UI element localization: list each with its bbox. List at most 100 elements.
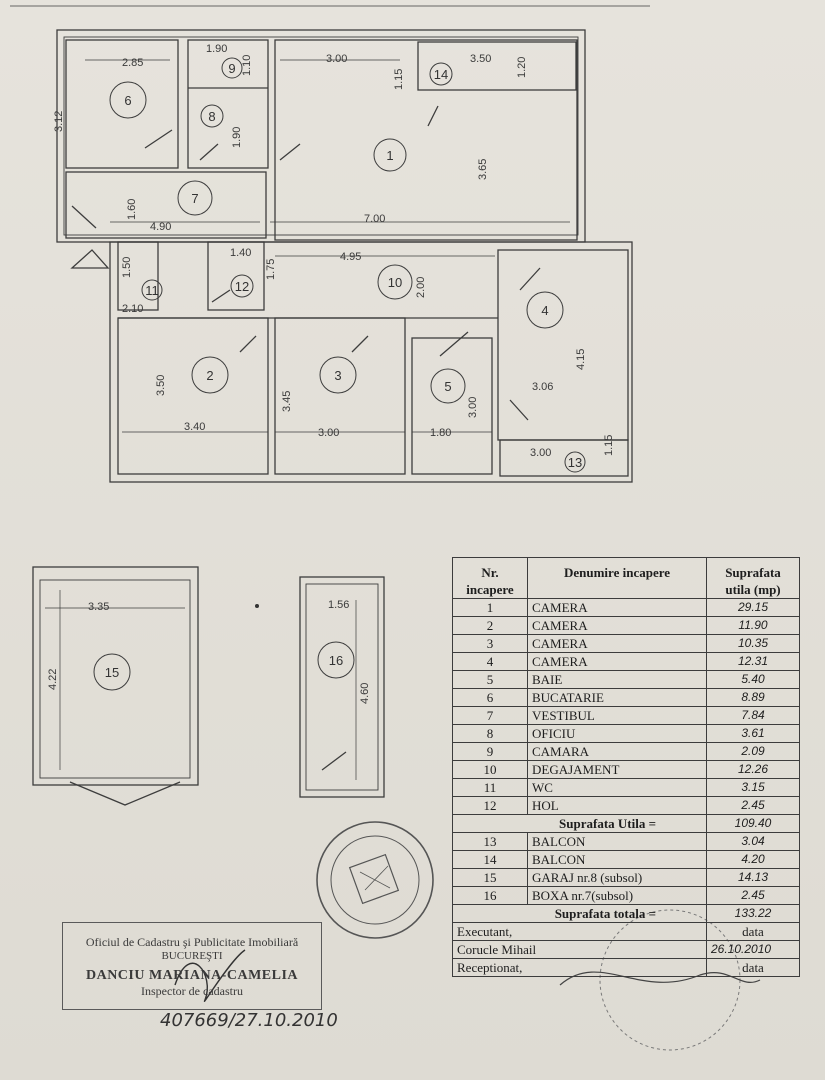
- stamp-city: BUCUREŞTI: [161, 950, 223, 962]
- row-number: 10: [452, 760, 528, 779]
- row-area: 14.13: [706, 868, 800, 887]
- subtotal-value: 109.40: [706, 814, 800, 833]
- row-area: 2.45: [706, 796, 800, 815]
- row-name: CAMERA: [527, 616, 707, 635]
- room-11-walls: [117, 241, 159, 311]
- row-area: 29.15: [706, 598, 800, 617]
- row-area: 2.09: [706, 742, 800, 761]
- dim-label: 1.20: [516, 57, 528, 78]
- room-7-walls: [65, 171, 267, 239]
- dim-label: 1.40: [230, 247, 251, 259]
- room-number-12: 12: [235, 279, 249, 294]
- row-number: 6: [452, 688, 528, 707]
- dim-label: 3.06: [532, 381, 553, 393]
- dim-label: 3.00: [326, 53, 347, 65]
- dim-label: 1.75: [265, 259, 277, 280]
- dim-label: 3.35: [88, 601, 109, 613]
- row-area: 2.45: [706, 886, 800, 905]
- row-number: 4: [452, 652, 528, 671]
- row-number: 7: [452, 706, 528, 725]
- row-area: 11.90: [706, 616, 800, 635]
- dim-label: 1.15: [603, 435, 615, 456]
- row-name: WC: [527, 778, 707, 797]
- dim-label: 1.10: [241, 55, 253, 76]
- room-number-3: 3: [334, 368, 341, 383]
- row-number: 9: [452, 742, 528, 761]
- executant-label: Executant,: [452, 922, 707, 941]
- col-header-nr: Nr. incapere: [452, 557, 528, 599]
- room-number-15: 15: [105, 665, 119, 680]
- room-table: Nr. incapere Denumire incapere Suprafata…: [452, 557, 800, 977]
- dim-label: 4.22: [47, 669, 59, 690]
- room-number-9: 9: [228, 61, 235, 76]
- dim-label: 4.95: [340, 251, 361, 263]
- row-name: GARAJ nr.8 (subsol): [527, 868, 707, 887]
- total-value: 133.22: [706, 904, 800, 923]
- row-name: VESTIBUL: [527, 706, 707, 725]
- room-5-walls: [411, 337, 493, 475]
- row-number: 1: [452, 598, 528, 617]
- room-number-8: 8: [208, 109, 215, 124]
- room-number-1: 1: [386, 148, 393, 163]
- row-number: 5: [452, 670, 528, 689]
- row-area: 3.15: [706, 778, 800, 797]
- row-name: HOL: [527, 796, 707, 815]
- stamp-name: DANCIU MARIANA-CAMELIA: [85, 968, 299, 983]
- room-number-13: 13: [568, 455, 582, 470]
- room-number-2: 2: [206, 368, 213, 383]
- row-number: 15: [452, 868, 528, 887]
- dim-label: 1.80: [430, 427, 451, 439]
- subtotal-label: Suprafata Utila =: [452, 814, 707, 833]
- dim-label: 3.00: [467, 397, 479, 418]
- room-number-4: 4: [541, 303, 548, 318]
- inspector-signature-icon: [174, 949, 246, 1003]
- dim-label: 4.90: [150, 221, 171, 233]
- dim-label: 1.90: [206, 43, 227, 55]
- col-header-area: Suprafata utila (mp): [706, 557, 800, 599]
- room-number-5: 5: [444, 379, 451, 394]
- row-number: 8: [452, 724, 528, 743]
- room-8-9-walls: [187, 39, 269, 169]
- dim-label: 3.12: [53, 111, 65, 132]
- row-area: 3.04: [706, 832, 800, 851]
- row-name: BALCON: [527, 850, 707, 869]
- room-3-walls: [274, 317, 406, 475]
- stamp-role: Inspector de cadastru: [141, 984, 243, 998]
- row-name: BOXA nr.7(subsol): [527, 886, 707, 905]
- executant-name: Corucle Mihail: [452, 940, 707, 959]
- row-name: CAMERA: [527, 598, 707, 617]
- row-name: DEGAJAMENT: [527, 760, 707, 779]
- row-name: BAIE: [527, 670, 707, 689]
- dim-label: 1.90: [231, 127, 243, 148]
- room-6-walls: [65, 39, 179, 169]
- room-number-11: 11: [145, 283, 159, 298]
- round-stamp-icon: [316, 821, 434, 939]
- dim-label: 2.00: [415, 277, 427, 298]
- row-number: 11: [452, 778, 528, 797]
- row-name: BUCATARIE: [527, 688, 707, 707]
- row-number: 13: [452, 832, 528, 851]
- room-16-walls: [299, 576, 385, 798]
- row-number: 2: [452, 616, 528, 635]
- room-number-6: 6: [124, 93, 131, 108]
- row-number: 14: [452, 850, 528, 869]
- row-area: 8.89: [706, 688, 800, 707]
- dim-label: 1.50: [121, 257, 133, 278]
- col-header-name: Denumire incapere: [527, 557, 707, 599]
- dim-label: 3.65: [477, 159, 489, 180]
- executant-date: 26.10.2010: [706, 940, 800, 959]
- row-name: CAMARA: [527, 742, 707, 761]
- total-label: Suprafata totala =: [452, 904, 707, 923]
